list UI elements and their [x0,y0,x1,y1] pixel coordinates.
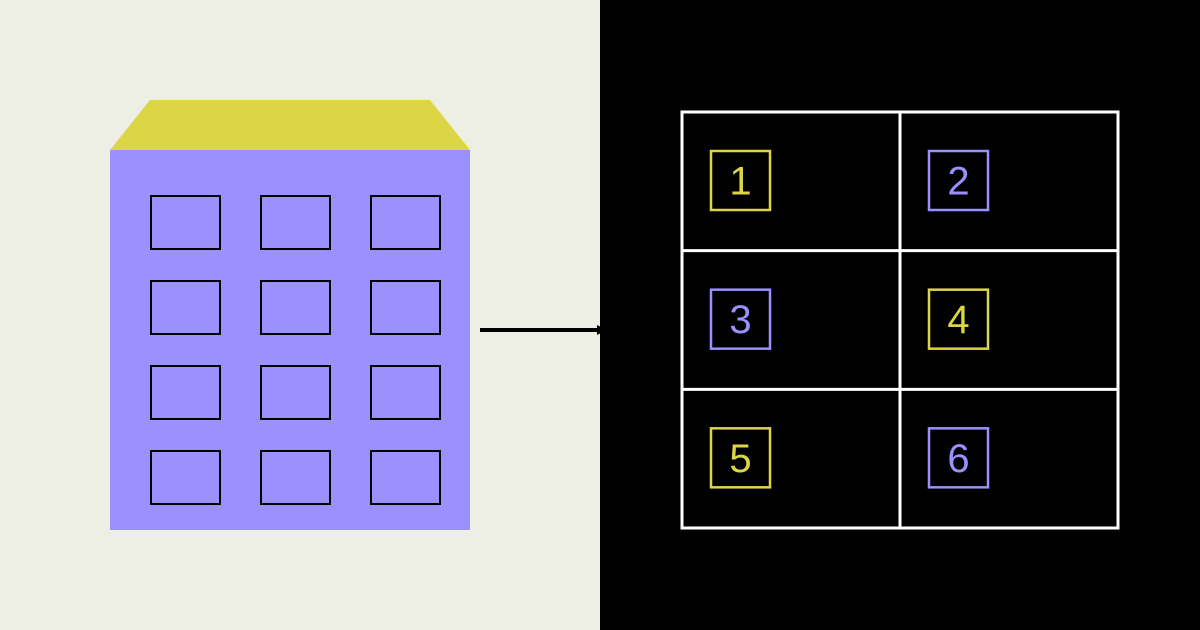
building-window [260,195,331,250]
building-window [260,450,331,505]
building-window [370,195,441,250]
cell-number-box [927,149,990,212]
cell-number-label: 6 [947,437,969,481]
building-window [150,365,221,420]
building-icon [110,100,470,530]
building-windows [150,195,441,505]
building-window [150,195,221,250]
cell-number-box [709,288,772,350]
building-body [110,150,470,530]
cell-number-label: 3 [729,298,751,342]
building-window [150,450,221,505]
building-window [370,365,441,420]
cell-number-box [927,288,990,350]
building-window [370,450,441,505]
cell-number-label: 2 [947,160,969,204]
cell-number-box [927,427,990,489]
building-roof [110,100,470,150]
numbered-grid: 1 2 3 4 5 6 [680,110,1120,530]
building-window [260,280,331,335]
building-window [370,280,441,335]
cell-number-label: 5 [729,437,751,481]
building-window [260,365,331,420]
cell-number-box [709,149,772,212]
cell-number-label: 4 [947,298,969,342]
building-window [150,280,221,335]
cell-number-label: 1 [729,160,751,204]
cell-number-box [709,427,772,489]
